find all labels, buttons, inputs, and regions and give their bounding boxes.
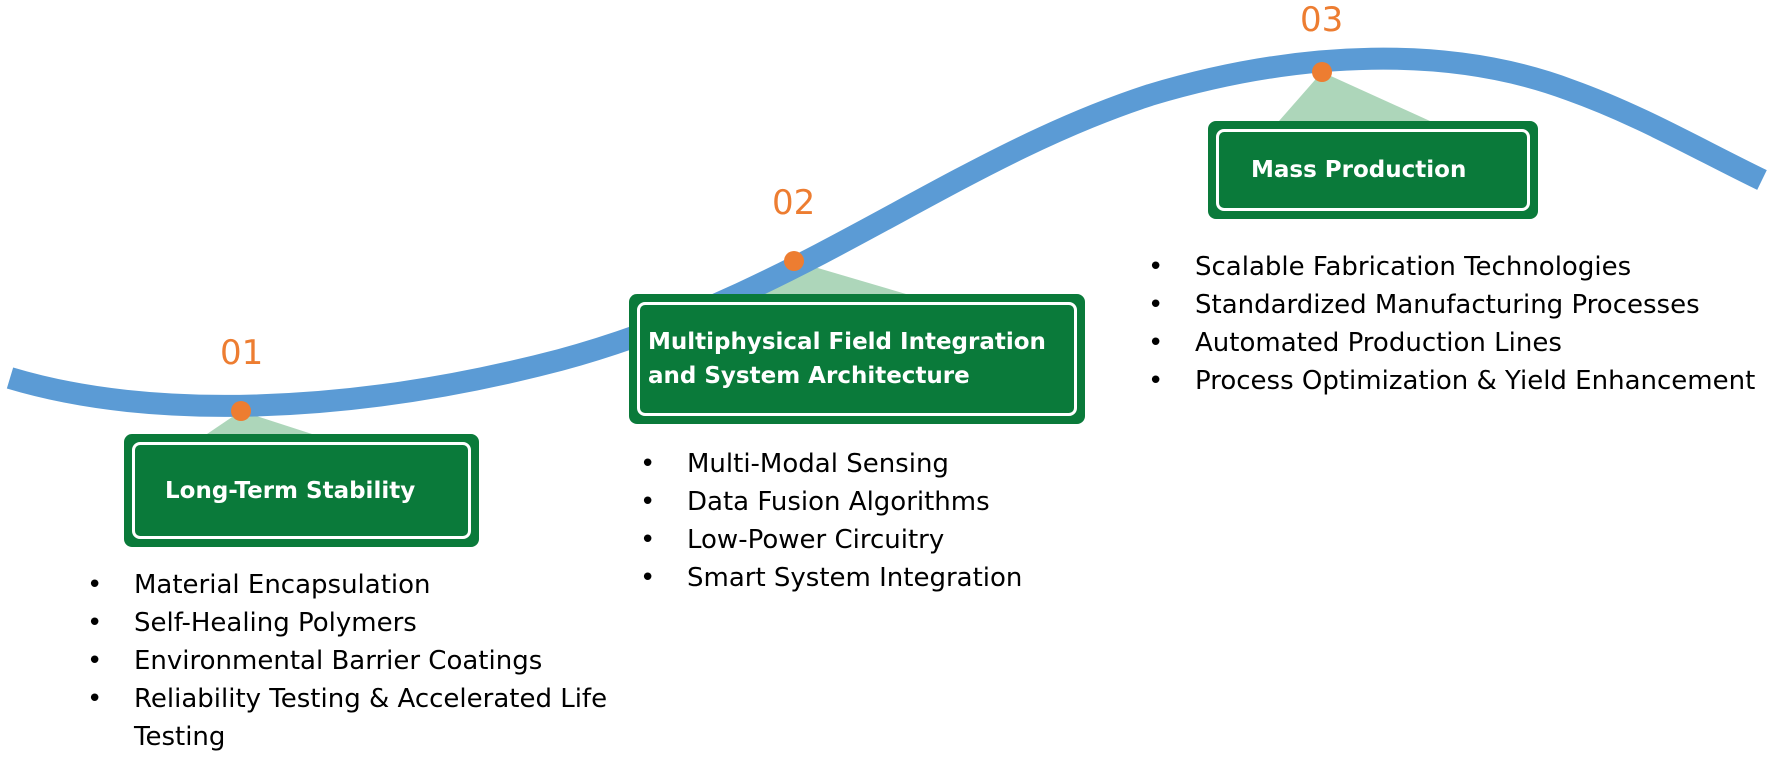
list-item: Data Fusion Algorithms	[640, 483, 1120, 521]
stage-3-list: Scalable Fabrication Technologies Standa…	[1148, 248, 1768, 400]
stage-2-number: 02	[772, 183, 816, 223]
stage-1-list: Material Encapsulation Self-Healing Poly…	[87, 566, 627, 756]
list-item: Smart System Integration	[640, 559, 1120, 597]
list-item: Environmental Barrier Coatings	[87, 642, 627, 680]
stage-2-marker	[784, 251, 804, 271]
stage-2-list: Multi-Modal Sensing Data Fusion Algorith…	[640, 445, 1120, 597]
stage-2-box-frame: Multiphysical Field Integration and Syst…	[637, 302, 1077, 416]
stage-3-marker	[1312, 62, 1332, 82]
stage-3-number: 03	[1300, 0, 1344, 40]
list-item: Process Optimization & Yield Enhancement	[1148, 362, 1768, 400]
stage-1-box-frame: Long-Term Stability	[132, 442, 471, 539]
stage-1-marker	[231, 401, 251, 421]
stage-1-box: Long-Term Stability	[124, 434, 479, 547]
stage-3-box: Mass Production	[1208, 121, 1538, 219]
progress-curve	[6, 47, 1767, 417]
list-item: Material Encapsulation	[87, 566, 627, 604]
stage-3-title: Mass Production	[1251, 157, 1467, 183]
list-item: Multi-Modal Sensing	[640, 445, 1120, 483]
list-item: Self-Healing Polymers	[87, 604, 627, 642]
list-item: Standardized Manufacturing Processes	[1148, 286, 1768, 324]
stage-3-connector	[1279, 72, 1430, 121]
stage-3-box-frame: Mass Production	[1216, 129, 1530, 211]
list-item: Low-Power Circuitry	[640, 521, 1120, 559]
list-item: Scalable Fabrication Technologies	[1148, 248, 1768, 286]
stage-1-number: 01	[220, 333, 264, 373]
stage-2-box: Multiphysical Field Integration and Syst…	[629, 294, 1085, 424]
list-item: Automated Production Lines	[1148, 324, 1768, 362]
list-item: Reliability Testing & Accelerated Life T…	[87, 680, 627, 756]
stage-2-title: Multiphysical Field Integration and Syst…	[648, 329, 1046, 389]
stage-1-title: Long-Term Stability	[165, 477, 416, 504]
